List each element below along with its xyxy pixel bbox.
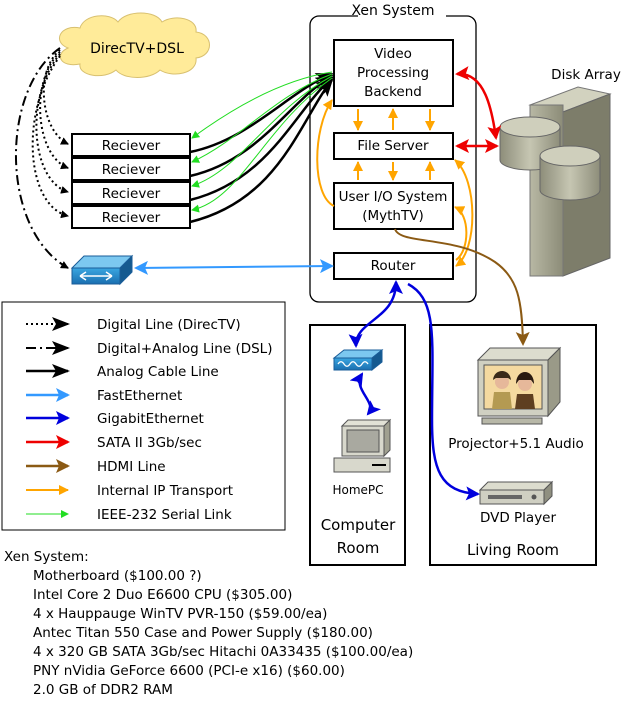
dsl-switch-icon (70, 254, 134, 286)
xen-system-title: Xen System (351, 3, 434, 19)
user-io-line-2: (MythTV) (362, 208, 424, 224)
video-backend-line-3: Backend (364, 84, 422, 100)
user-io-line-1: User I/O System (339, 189, 448, 205)
gigabit-links (348, 280, 480, 501)
disk-array-label: Disk Array (551, 67, 621, 83)
spec-item-5: 4 x 320 GB SATA 3Gb/sec Hitachi 0A33435 … (33, 644, 414, 660)
disk-array: Disk Array (499, 67, 621, 277)
home-pc-icon (333, 418, 392, 473)
legend-item-fastethernet: FastEthernet (26, 388, 182, 404)
legend-label-1: Digital Line (DirecTV) (97, 317, 241, 333)
user-io-system: User I/O System (MythTV) (333, 182, 454, 230)
spec-item-7: 2.0 GB of DDR2 RAM (33, 682, 173, 698)
spec-item-6: PNY nVidia GeForce 6600 (PCI-e x16) ($60… (33, 663, 345, 679)
specs-list: Xen System: Motherboard ($100.00 ?) Inte… (4, 548, 413, 700)
receiver-3: Reciever (71, 181, 191, 205)
dvd-player-icon (478, 480, 554, 506)
internal-ip-links (316, 99, 474, 267)
legend-item-sata: SATA II 3Gb/sec (26, 435, 202, 451)
home-pc-label: HomePC (332, 483, 383, 497)
internet-cloud: DirecTV+DSL (59, 12, 210, 78)
receiver-stack: Reciever Reciever Reciever Reciever (71, 133, 191, 229)
receiver-1-label: Reciever (102, 138, 161, 154)
dvd-player-label: DVD Player (480, 510, 557, 526)
legend-label-2: Digital+Analog Line (DSL) (97, 341, 272, 357)
receiver-4-label: Reciever (102, 210, 161, 226)
legend-label-8: Internal IP Transport (97, 483, 233, 499)
legend-label-4: FastEthernet (97, 388, 182, 404)
video-processing-backend: Video Processing Backend (333, 39, 454, 107)
projector-label: Projector+5.1 Audio (448, 436, 583, 452)
computer-room: Computer Room HomePC (309, 324, 406, 566)
legend-label-6: SATA II 3Gb/sec (97, 435, 202, 451)
legend-item-dsl-line: Digital+Analog Line (DSL) (26, 341, 272, 357)
legend-label-3: Analog Cable Line (97, 364, 219, 380)
legend-item-hdmi: HDMI Line (26, 459, 166, 475)
specs-title: Xen System: (4, 549, 89, 565)
receiver-1: Reciever (71, 133, 191, 157)
receiver-2-label: Reciever (102, 162, 161, 178)
receiver-3-label: Reciever (102, 186, 161, 202)
directv-lines (31, 49, 69, 219)
sata-links (455, 66, 502, 153)
computer-room-title-2: Room (337, 539, 380, 557)
receiver-2: Reciever (71, 157, 191, 181)
legend: Digital Line (DirecTV) Digital+Analog Li… (1, 301, 286, 531)
file-server: File Server (333, 132, 454, 160)
legend-item-internal-ip: Internal IP Transport (26, 483, 233, 499)
living-room-title: Living Room (467, 541, 559, 559)
legend-item-analog-line: Analog Cable Line (26, 364, 219, 380)
legend-item-serial: IEEE-232 Serial Link (26, 507, 232, 523)
switch-icon (332, 348, 384, 372)
legend-label-9: IEEE-232 Serial Link (97, 507, 232, 523)
projector-icon (476, 346, 562, 425)
hdmi-line (394, 228, 530, 346)
fastethernet-link (134, 259, 334, 275)
router: Router (333, 252, 454, 280)
receiver-4: Reciever (71, 205, 191, 229)
disk-cylinder-2 (539, 145, 601, 201)
legend-label-5: GigabitEthernet (97, 411, 204, 427)
file-server-label: File Server (357, 138, 429, 154)
cloud-label: DirecTV+DSL (90, 41, 184, 57)
living-room: Living Room Projector+5.1 Audio DVD Play… (429, 324, 597, 566)
serial-links (191, 71, 333, 213)
spec-item-3: 4 x Hauppauge WinTV PVR-150 ($59.00/ea) (33, 606, 328, 622)
spec-item-2: Intel Core 2 Duo E6600 CPU ($305.00) (33, 587, 293, 603)
legend-label-7: HDMI Line (97, 459, 166, 475)
spec-item-4: Antec Titan 550 Case and Power Supply ($… (33, 625, 373, 641)
analog-cable-lines (189, 72, 334, 224)
legend-item-digital-line: Digital Line (DirecTV) (26, 317, 241, 333)
video-backend-line-2: Processing (357, 65, 429, 81)
router-label: Router (371, 258, 416, 274)
dsl-line (15, 47, 69, 269)
legend-item-gigabitethernet: GigabitEthernet (26, 411, 204, 427)
spec-item-1: Motherboard ($100.00 ?) (33, 568, 202, 584)
computer-room-title-1: Computer (321, 516, 396, 534)
video-backend-line-1: Video (374, 46, 412, 62)
xen-system: Xen System Video Processing Backend File… (309, 2, 477, 303)
